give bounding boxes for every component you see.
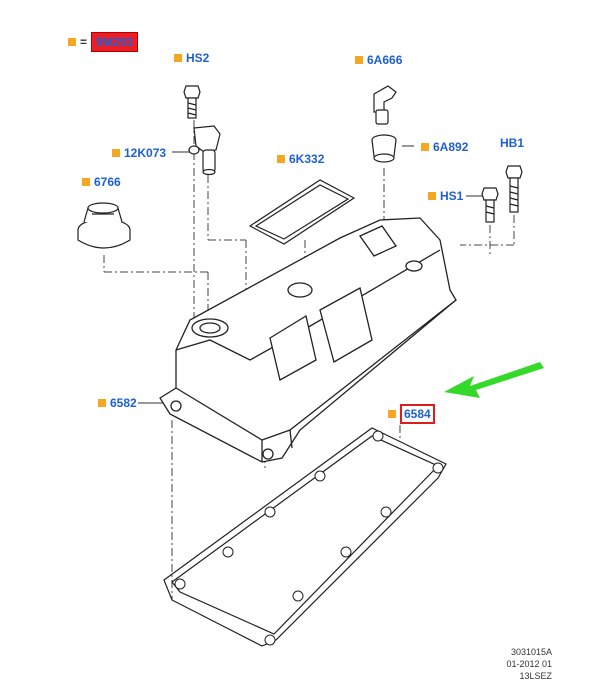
legend: = 9M293 (68, 32, 138, 52)
legend-equals: = (80, 35, 88, 49)
callout-6k332: 6K332 (277, 152, 324, 166)
callout-6a666: 6A666 (355, 53, 402, 67)
marker-square (388, 410, 396, 418)
part-label: 6584 (400, 404, 435, 424)
callout-6a892: 6A892 (421, 140, 468, 154)
part-label: 6766 (94, 175, 121, 189)
legend-part-number: 9M293 (91, 32, 138, 52)
marker-square (68, 38, 76, 46)
drawing-stamp: 3031015A 01-2012 01 13LSEZ (506, 646, 552, 682)
marker-square (277, 155, 285, 163)
part-label: 6582 (110, 396, 137, 410)
grommet (371, 134, 397, 163)
marker-square (428, 192, 436, 200)
part-label: HS1 (440, 189, 464, 203)
callout-hs2: HS2 (174, 51, 209, 65)
callout-6766: 6766 (82, 175, 121, 189)
marker-square (421, 143, 429, 151)
bolt-hb1 (505, 165, 523, 213)
part-label: 6A892 (433, 140, 469, 154)
part-label: 6A666 (367, 53, 403, 67)
marker-square (82, 178, 90, 186)
pcv-valve (373, 85, 397, 125)
gasket-6k332 (248, 179, 356, 245)
bolt-hs2 (183, 85, 201, 119)
part-label: HB1 (500, 136, 525, 150)
marker-square (174, 54, 182, 62)
part-label: HS2 (186, 51, 210, 65)
stamp-date: 01-2012 01 (506, 659, 552, 669)
marker-square (355, 56, 363, 64)
callout-hb1: HB1 (500, 136, 524, 150)
part-label: 12K073 (124, 146, 167, 160)
marker-square (112, 149, 120, 157)
part-label: 6K332 (289, 152, 325, 166)
stamp-code: 3031015A (510, 647, 552, 657)
gasket-6584 (163, 427, 447, 647)
callout-leaders (138, 145, 484, 404)
gasket-bolt-holes (174, 430, 444, 646)
stamp-model: 13LSEZ (519, 671, 552, 681)
callout-hs1: HS1 (428, 189, 463, 203)
bolt-hs1 (481, 187, 499, 223)
callout-12k073: 12K073 (112, 146, 166, 160)
highlight-arrow (444, 362, 544, 398)
valve-cover (159, 217, 457, 463)
callout-6582: 6582 (98, 396, 137, 410)
callout-6584: 6584 (388, 404, 435, 424)
oil-filler-cap (77, 202, 131, 249)
camshaft-sensor (188, 125, 221, 176)
marker-square (98, 399, 106, 407)
